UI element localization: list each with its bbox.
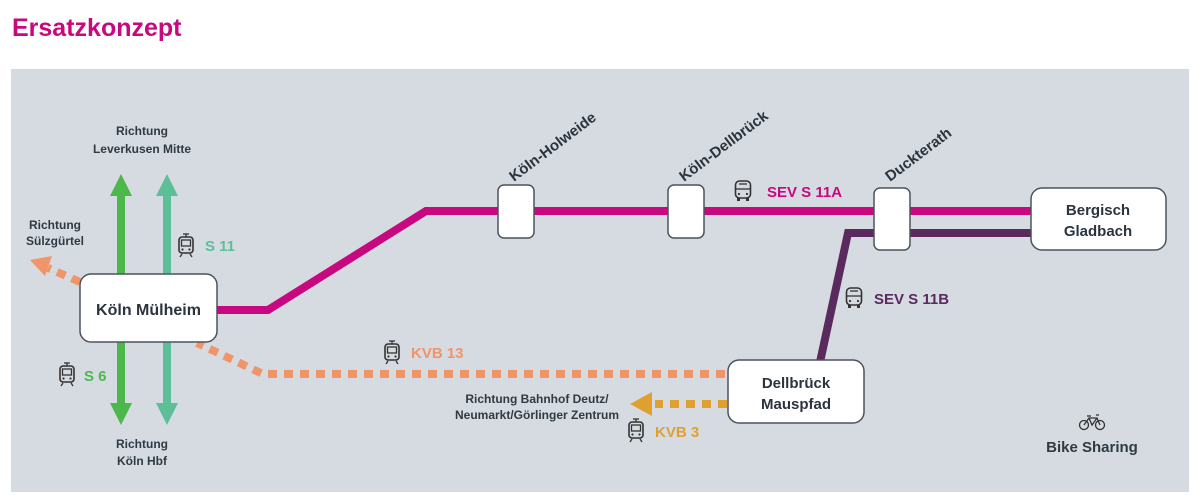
train-icon [59,362,75,387]
page-title: Ersatzkonzept [12,14,182,42]
tram-icon [384,340,400,365]
arrow-s11-south [156,403,178,425]
station-label-line2: Mauspfad [761,396,831,413]
label-koeln-dellbrueck: Köln-Dellbrück [676,107,772,185]
station-duckterath[interactable] [873,187,911,251]
arrow-s6-south [110,403,132,425]
tram-icon [628,418,644,443]
arrow-s11-north [156,174,178,196]
arrow-kvb3-deutz [630,392,652,416]
station-koeln-holweide[interactable] [497,184,535,239]
label-koeln-holweide: Köln-Holweide [506,109,599,185]
station-label-line1: Bergisch [1066,202,1130,219]
direction-leverkusen-line2: Leverkusen Mitte [93,142,191,156]
station-label: Köln Mülheim [96,302,201,319]
bus-icon [845,287,863,309]
line-sev-s11b [816,229,1035,363]
station-koeln-dellbrueck[interactable] [667,184,705,239]
label-kvb3: KVB 3 [655,424,699,441]
direction-suelzguertel-line2: Sülzgürtel [26,234,84,248]
line-sev-s11a [205,207,1035,314]
station-bergisch-gladbach[interactable]: Bergisch Gladbach [1030,187,1167,251]
label-bike-sharing: Bike Sharing [1046,439,1138,456]
direction-koeln-hbf-line1: Richtung [116,437,168,451]
arrow-kvb13-suelzguertel [30,256,52,276]
direction-koeln-hbf-line2: Köln Hbf [117,454,168,468]
station-label-line2: Gladbach [1064,223,1132,240]
line-kvb13-suelz [46,264,82,286]
bus-icon [734,180,752,202]
station-koeln-muelheim[interactable]: Köln Mülheim [79,273,218,343]
label-sev-s11a: SEV S 11A [767,184,842,201]
station-label-line1: Dellbrück [762,375,831,392]
label-sev-s11b: SEV S 11B [874,291,949,308]
arrow-s6-north [110,174,132,196]
direction-suelzguertel-line1: Richtung [29,218,81,232]
train-icon [178,233,194,258]
label-s6: S 6 [84,368,107,385]
direction-bahnhof-deutz-line1: Richtung Bahnhof Deutz/ [465,392,609,406]
label-s11: S 11 [205,238,235,255]
label-duckterath: Duckterath [882,124,955,185]
direction-bahnhof-deutz-line2: Neumarkt/Görlinger Zentrum [455,408,619,422]
station-dellbrueck-mauspfad[interactable]: Dellbrück Mauspfad [727,359,865,424]
direction-leverkusen-line1: Richtung [116,124,168,138]
bicycle-icon [1078,414,1106,431]
label-kvb13: KVB 13 [411,345,464,362]
